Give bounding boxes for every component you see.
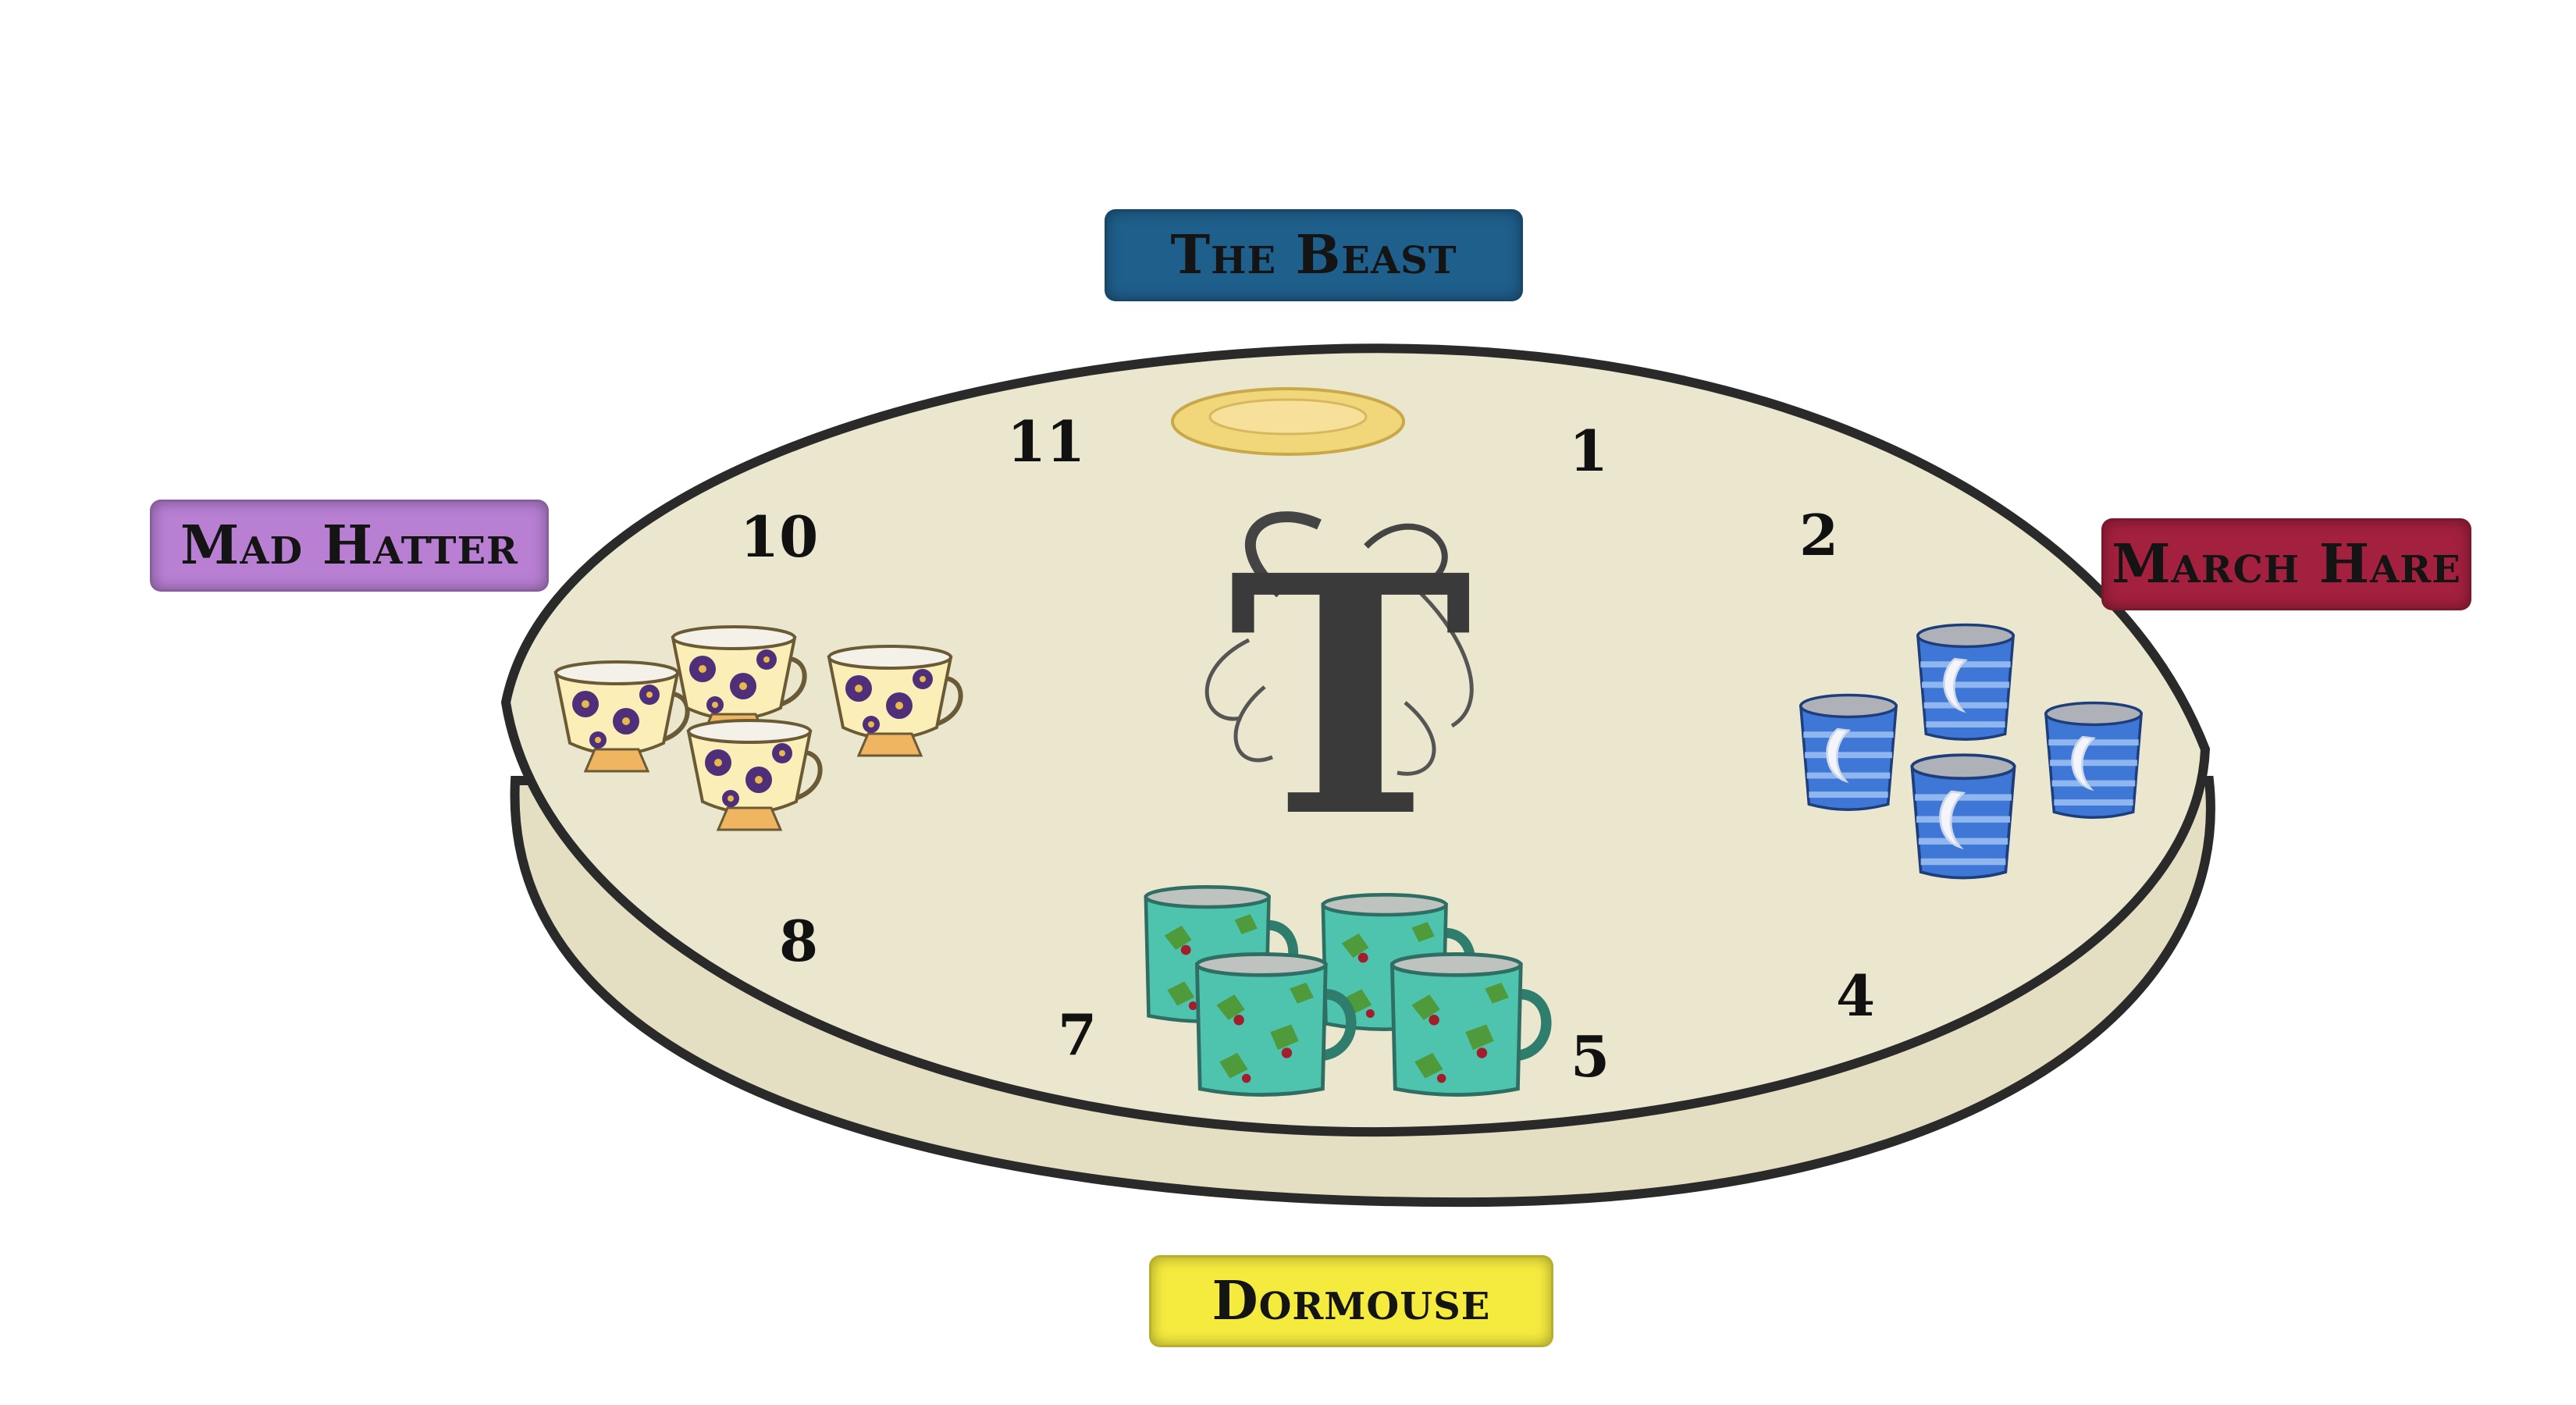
seat-label-the-beast: The Beast xyxy=(1170,224,1457,286)
hour-number-4: 4 xyxy=(1836,962,1876,1029)
seat-march-hare: March Hare xyxy=(2101,518,2471,610)
seat-label-march-hare: March Hare xyxy=(2112,533,2461,596)
plate-icon xyxy=(1171,387,1405,456)
hour-number-2: 2 xyxy=(1799,502,1839,568)
seat-label-mad-hatter: Mad Hatter xyxy=(180,514,518,577)
seat-the-beast: The Beast xyxy=(1105,209,1523,301)
hour-number-1: 1 xyxy=(1569,418,1609,484)
hour-number-10: 10 xyxy=(740,503,819,570)
svg-text:T: T xyxy=(1229,505,1473,890)
hour-number-8: 8 xyxy=(779,908,819,974)
seat-label-dormouse: Dormouse xyxy=(1212,1270,1491,1332)
hour-number-5: 5 xyxy=(1571,1023,1610,1090)
hour-number-7: 7 xyxy=(1058,1001,1098,1068)
hour-number-11: 11 xyxy=(1007,408,1086,475)
table-top xyxy=(500,343,2211,1137)
monogram-icon: T xyxy=(1204,505,1474,890)
seat-dormouse: Dormouse xyxy=(1149,1255,1553,1347)
seat-mad-hatter: Mad Hatter xyxy=(150,500,549,592)
